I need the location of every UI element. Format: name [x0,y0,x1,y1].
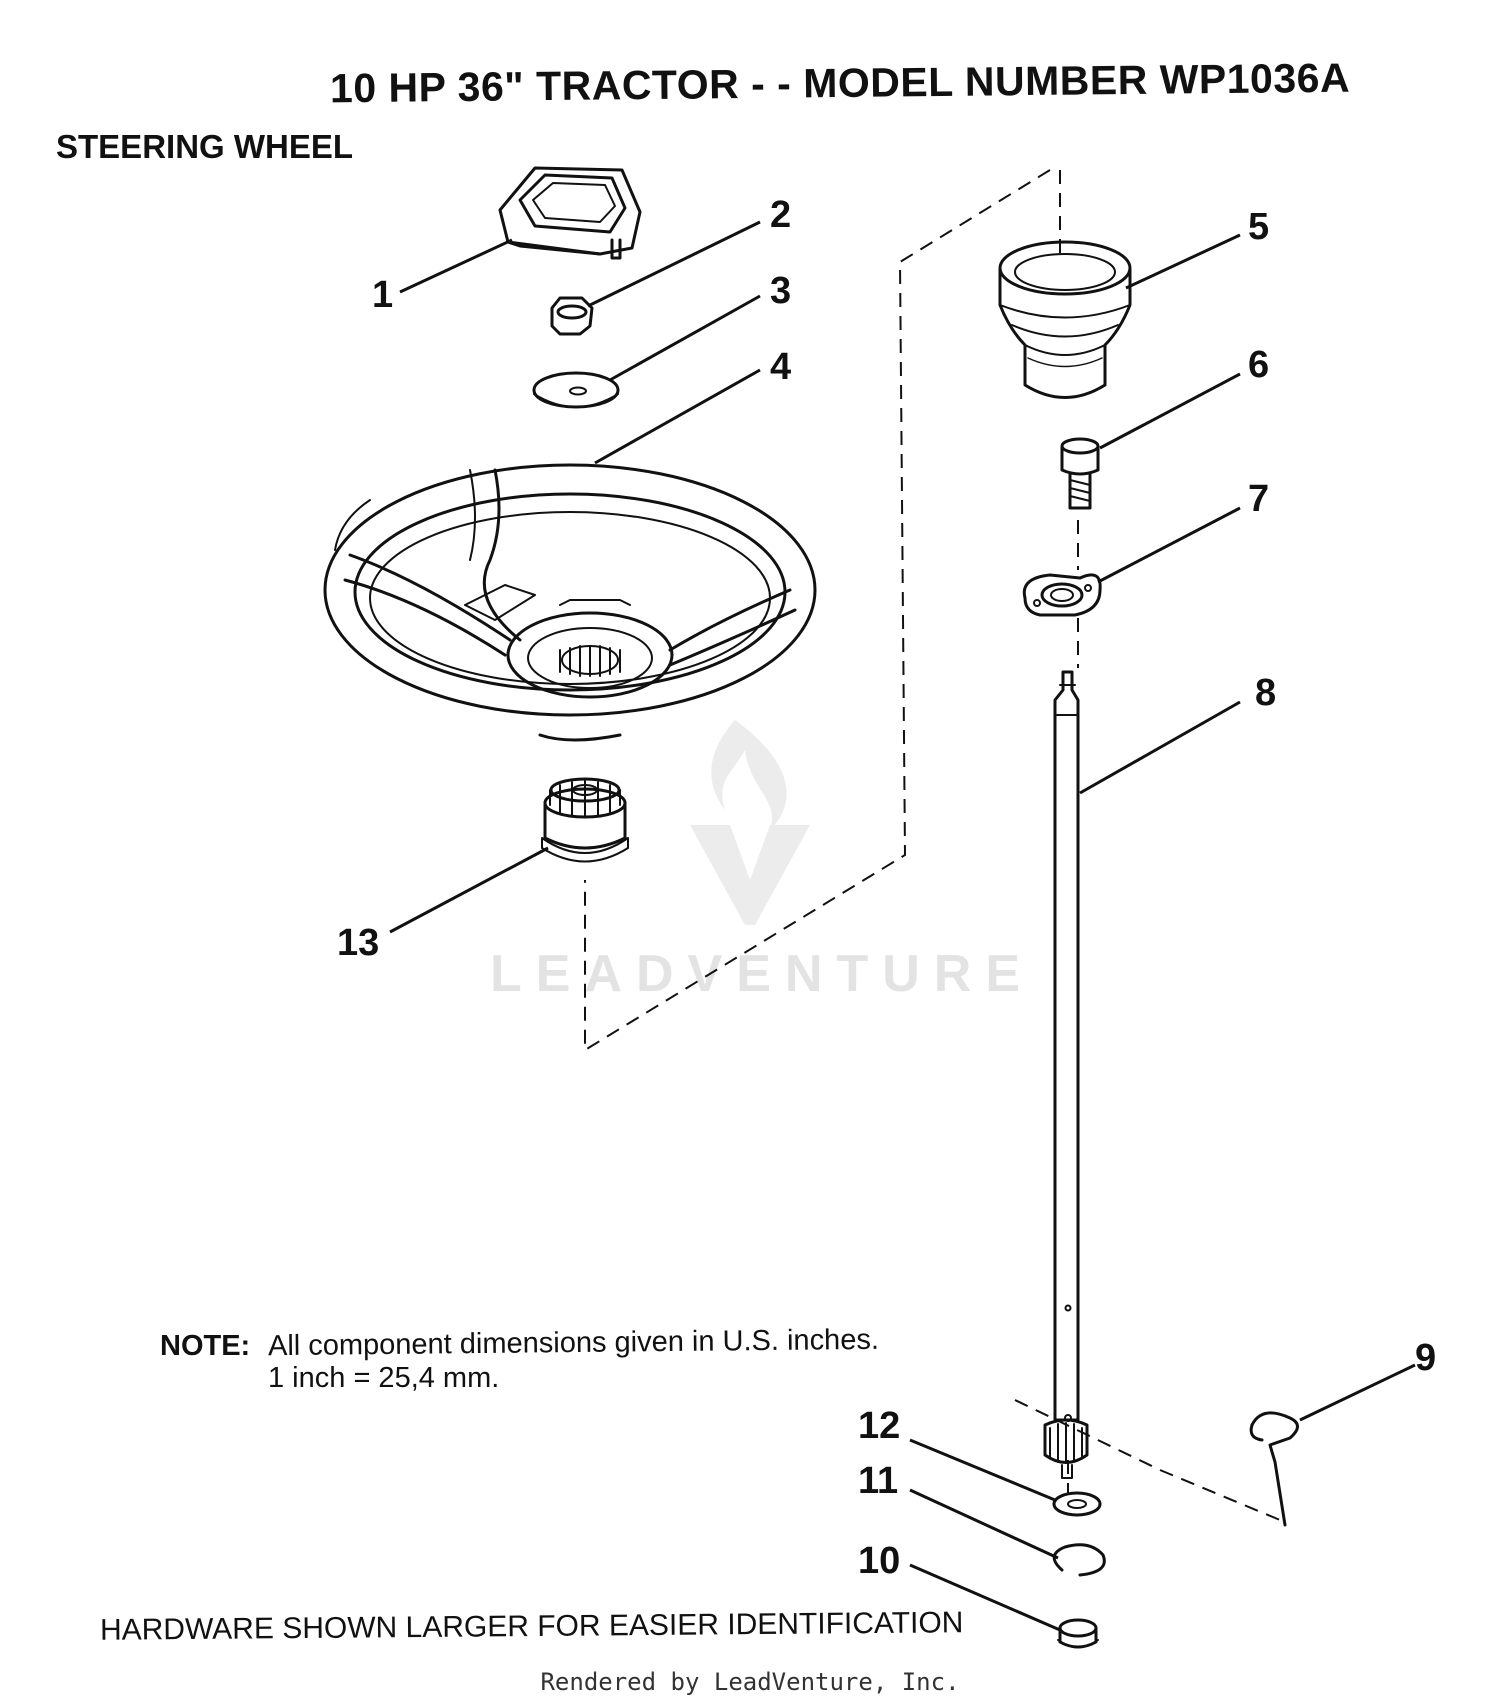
dashed-guides [584,169,1281,1521]
callout-2: 2 [770,194,792,236]
leader-lines [389,220,1416,1632]
callout-6: 6 [1248,344,1270,386]
callout-7: 7 [1248,478,1270,520]
part-10-capnut [1057,1618,1099,1649]
watermark-flame-icon [690,720,810,925]
part-11-ring [1052,1543,1106,1577]
note-text-line2: 1 inch = 25,4 mm. [268,1362,500,1394]
callout-10: 10 [858,1540,901,1582]
footer-credit: Rendered by LeadVenture, Inc. [540,1668,960,1696]
watermark-text: LEADVENTURE [490,945,1035,1003]
callout-9: 9 [1415,1337,1437,1379]
callout-1: 1 [372,274,394,316]
note-text-line1: All component dimensions given in U.S. i… [267,1323,880,1363]
callout-13: 13 [337,922,380,964]
part-12-washer [1052,1491,1102,1517]
callout-12: 12 [858,1405,901,1447]
part-13-adapter [541,777,629,863]
callout-8: 8 [1255,672,1277,714]
part-6-bolt [1060,437,1100,510]
callout-5: 5 [1248,206,1270,248]
part-9-pin [1249,1411,1299,1527]
part-1-cap [498,166,642,260]
part-7-flange [1022,573,1102,617]
part-2-nut [550,296,594,336]
section-title: STEERING WHEEL [56,128,354,165]
callout-4: 4 [770,346,792,388]
callout-11: 11 [858,1460,899,1502]
part-3-washer [532,371,620,409]
callout-3: 3 [770,270,792,312]
part-5-boot [998,240,1132,399]
note-label: NOTE: [160,1330,251,1362]
part-4-steering-wheel [323,463,817,742]
